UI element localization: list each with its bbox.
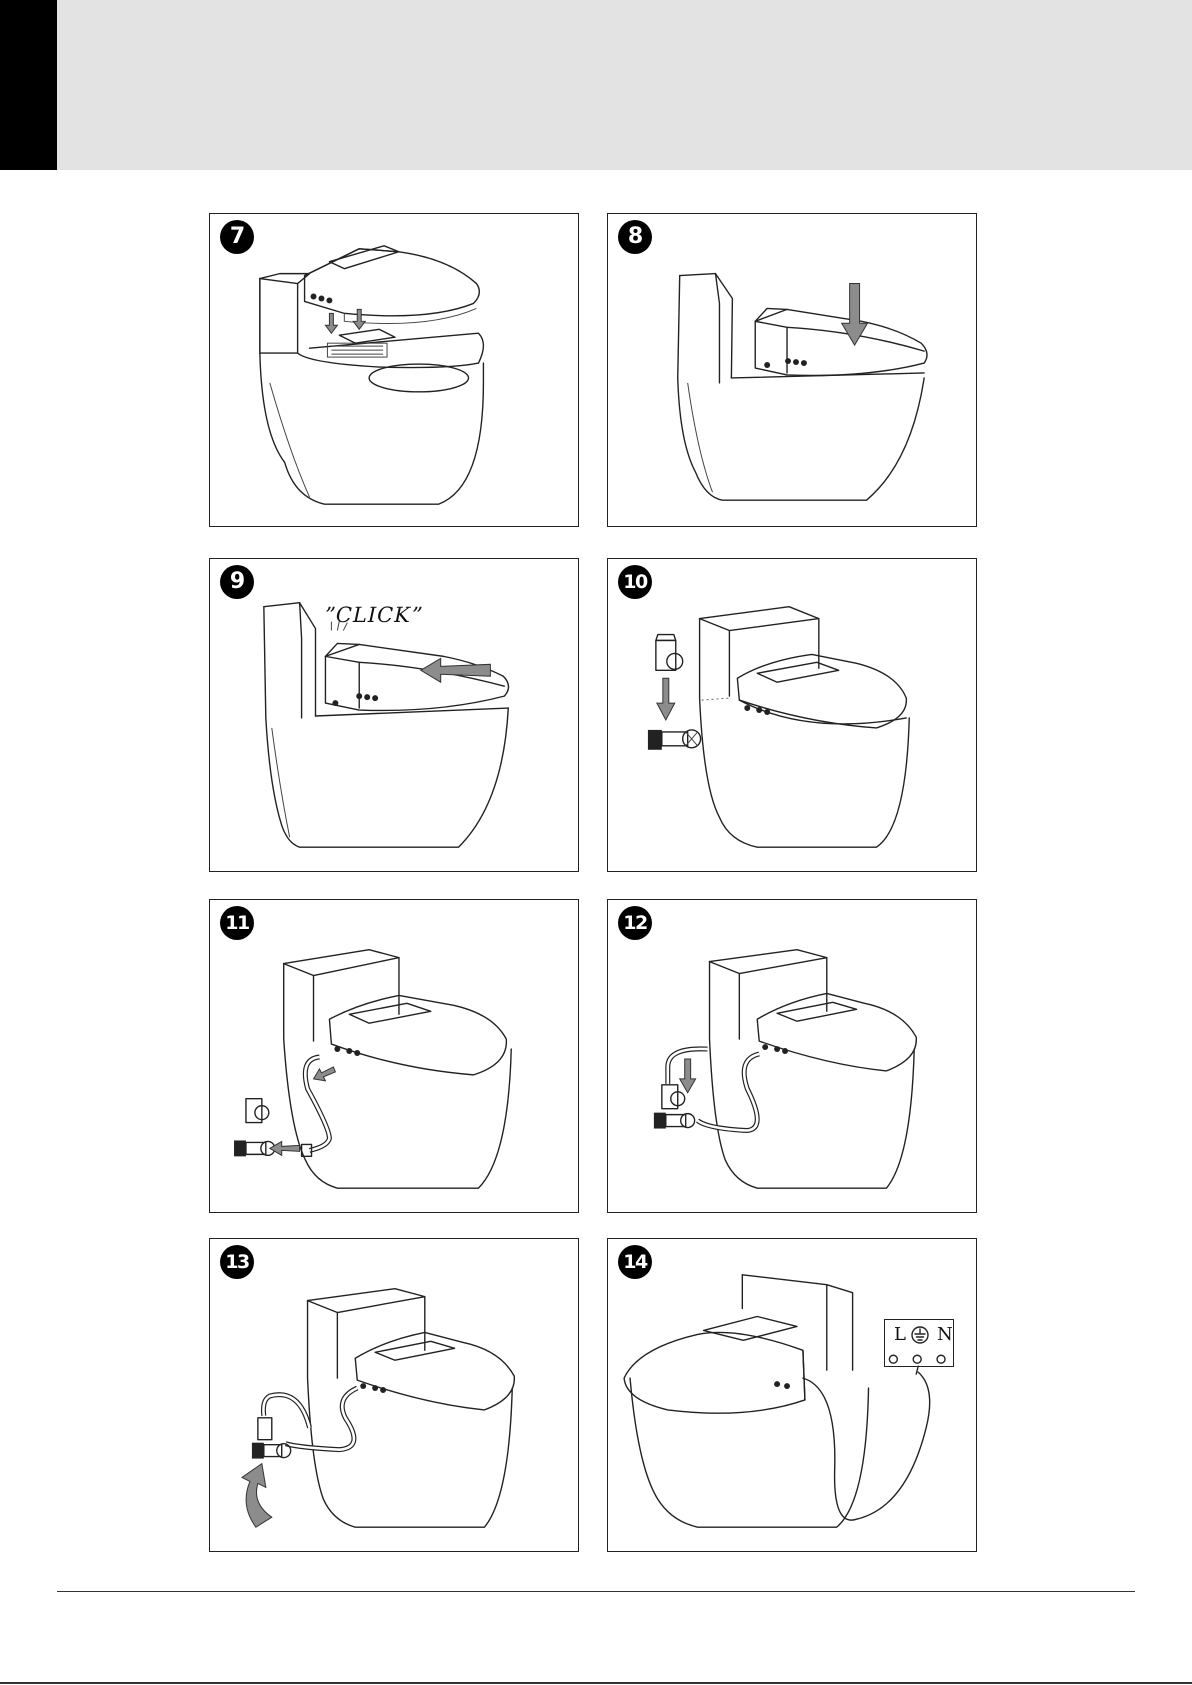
step-7-illustration [210,214,578,526]
curved-arrow-icon [242,1464,272,1528]
bottom-rule [0,1682,1192,1684]
header-band [0,0,1192,170]
down-arrow-icon [680,1059,696,1093]
step-12-illustration [608,900,976,1212]
terminal-label-live: L [894,1324,906,1345]
angle-valve [252,1418,291,1459]
seat-unit [757,993,916,1071]
step-13-illustration [210,1239,578,1551]
step-number-badge: 12 [618,906,652,940]
step-10-illustration [608,559,976,871]
step-7-panel: 7 [209,213,579,527]
step-11-illustration [210,900,578,1212]
step-number-badge: 13 [220,1245,254,1279]
step-9-panel: ”CLICK” 9 [209,558,579,872]
step-10-panel: 10 [607,558,977,872]
header-tab [0,0,57,170]
step-number-badge: 10 [618,565,652,599]
angle-valve [648,635,701,750]
step-number-badge: 11 [220,906,254,940]
seat-unit [737,654,906,728]
step-14-illustration [608,1239,976,1551]
step-13-panel: 13 [209,1238,579,1552]
left-arrow-icon [314,1067,336,1081]
step-8-panel: 8 [607,213,977,527]
step-12-panel: 12 [607,899,977,1213]
step-11-panel: 11 [209,899,579,1213]
down-arrow-icon [657,678,675,720]
step-number-badge: 9 [220,565,254,599]
mounting-plate [327,329,395,357]
seat-unit [355,1332,514,1410]
seat-unit [755,308,927,375]
terminal-label-neutral: N [937,1324,953,1345]
left-arrow-icon [270,1141,300,1155]
step-number-badge: 8 [618,220,652,254]
click-label: ”CLICK” [321,603,425,627]
left-arrow-icon [421,658,491,682]
step-number-badge: 14 [618,1245,652,1279]
step-number-badge: 7 [220,220,254,254]
footer-rule [57,1591,1135,1592]
seat-unit [305,246,480,324]
angle-valve [234,1099,275,1157]
ground-symbol-icon [911,1326,929,1344]
seat-unit [329,995,506,1074]
step-14-panel: L N 14 [607,1238,977,1552]
seat-unit [624,1317,805,1414]
step-8-illustration [608,214,976,526]
power-terminal-box: L N [884,1319,954,1367]
